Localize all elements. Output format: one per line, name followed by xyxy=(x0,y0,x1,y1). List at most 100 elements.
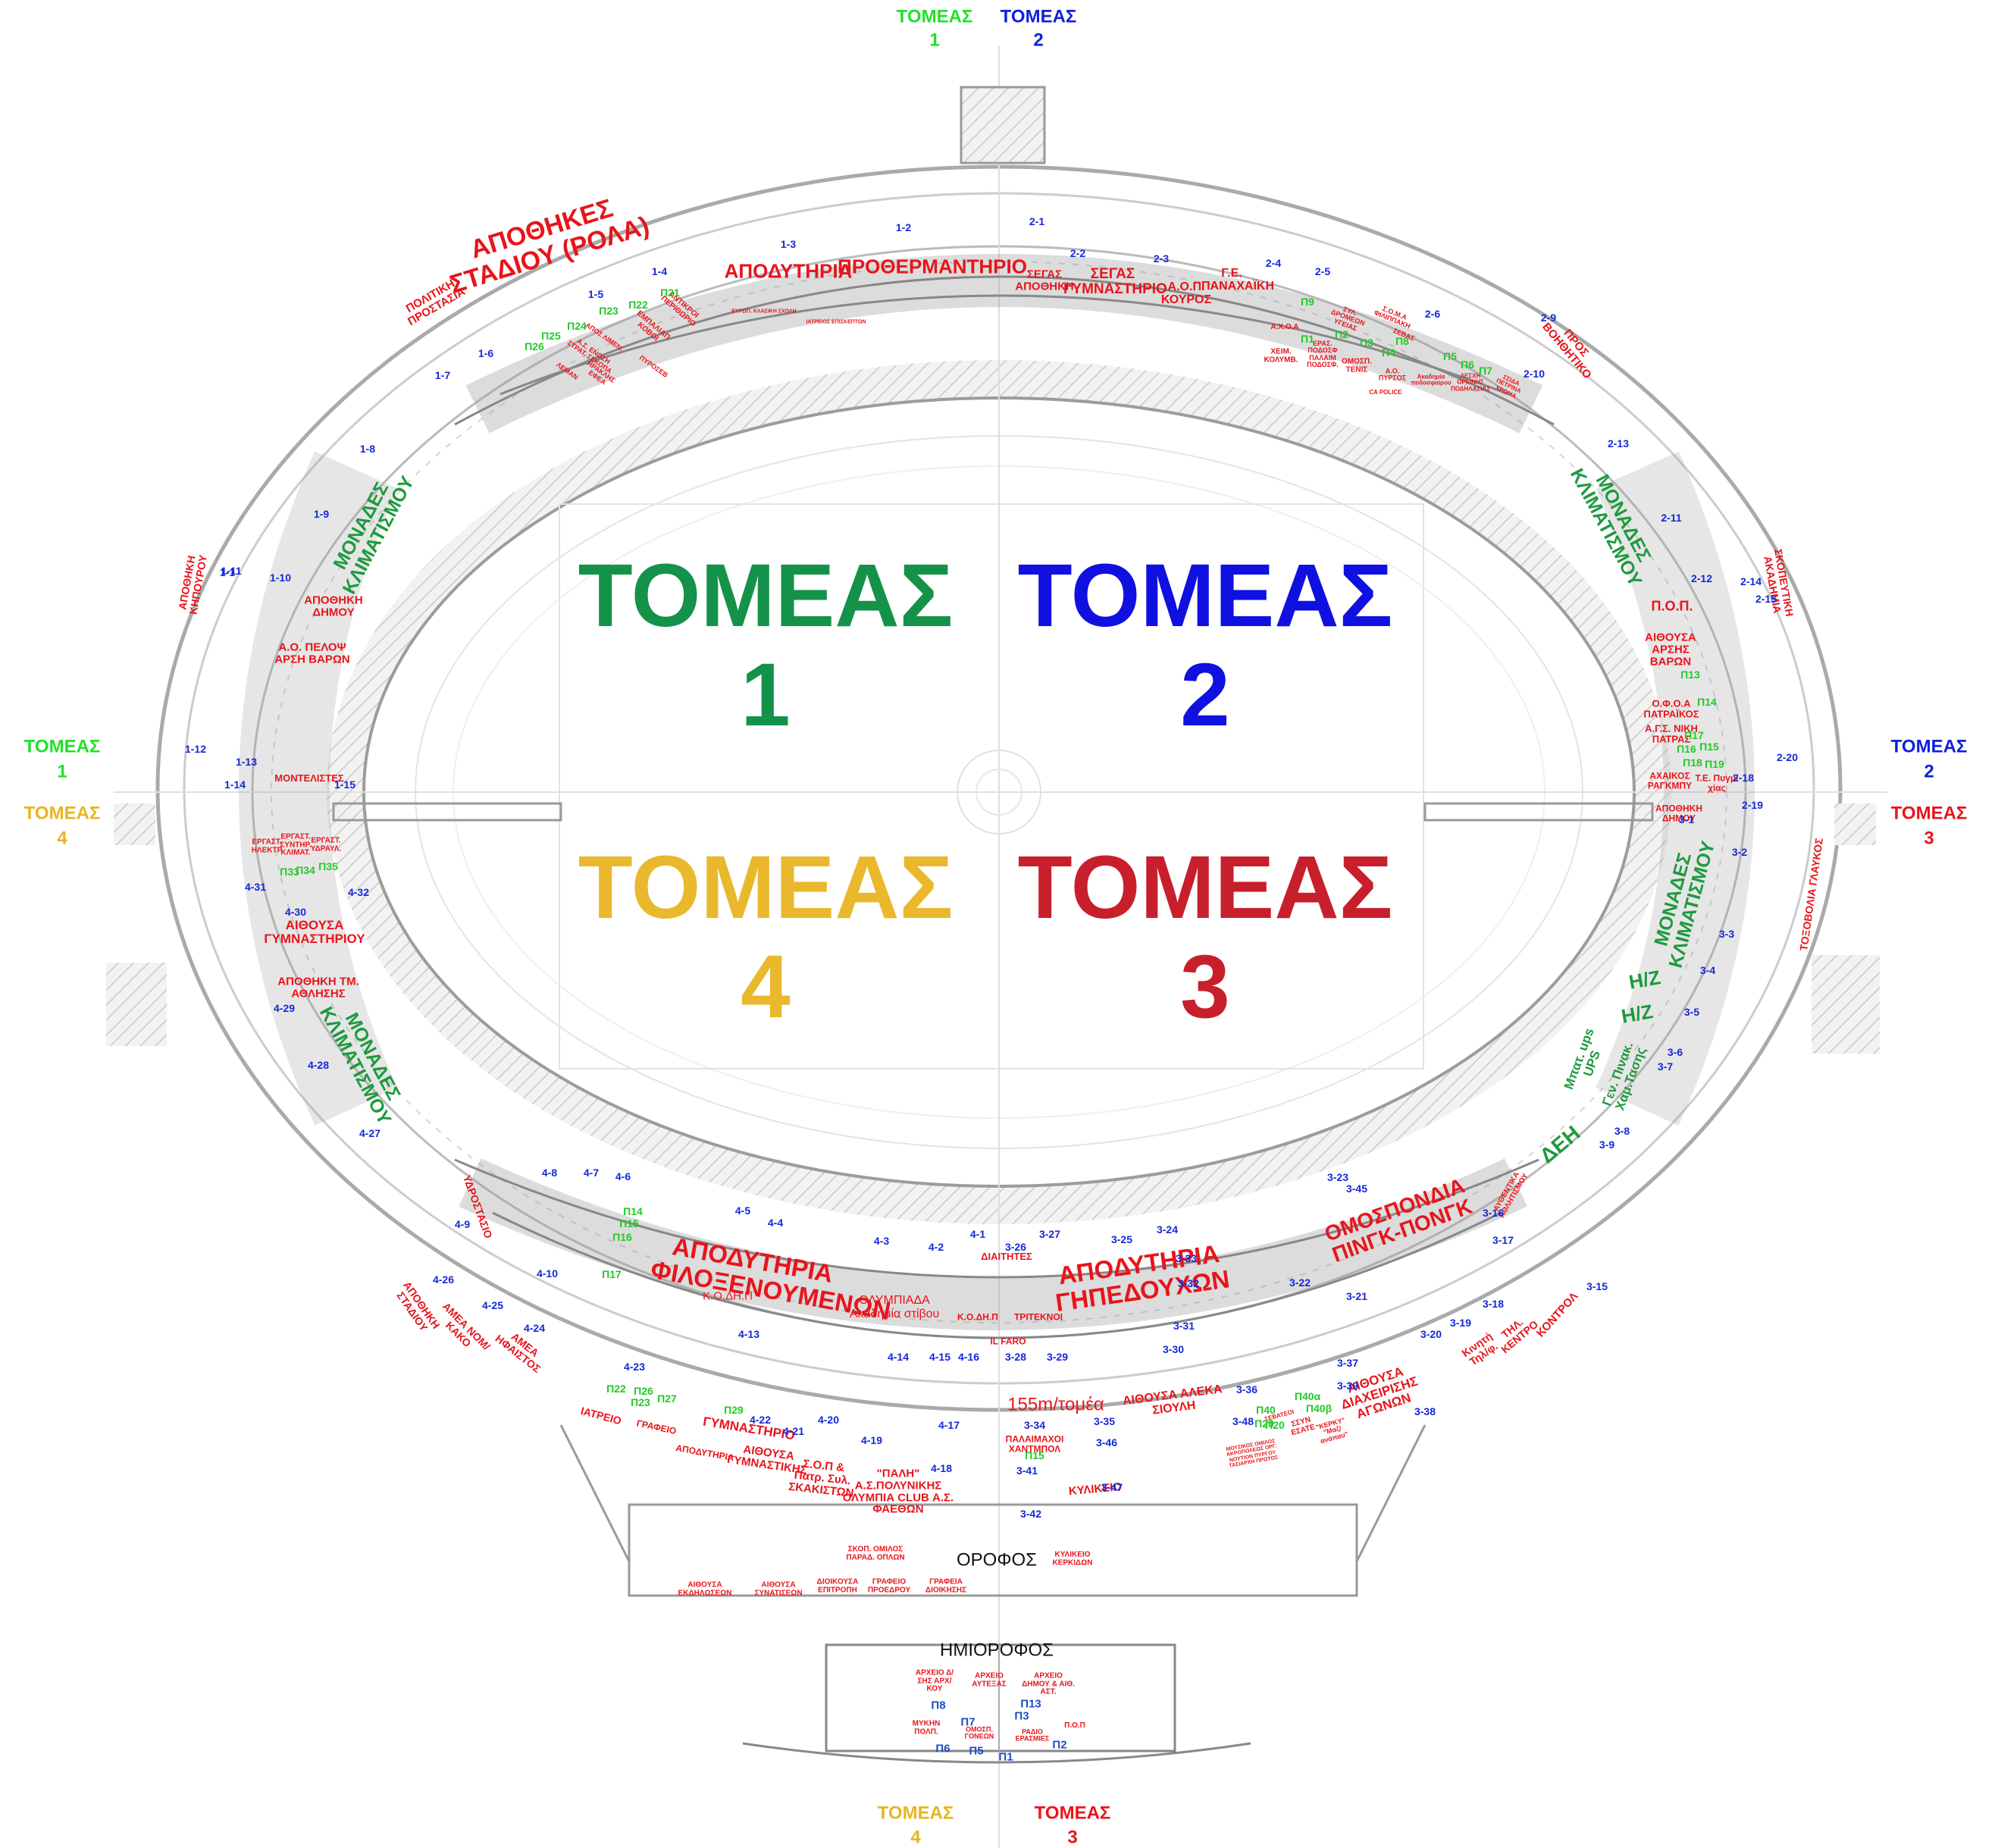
room-id: 1-9 xyxy=(313,508,330,520)
storage-id: Π40α xyxy=(1294,1390,1321,1402)
storage-id: Π15 xyxy=(619,1217,639,1229)
top-sector-2: ΤΟΜΕΑΣ xyxy=(1000,6,1077,27)
room-id: 3-35 xyxy=(1093,1415,1116,1427)
room-tiny-president: ΓΡΑΦΕΙΟ ΠΡΟΕΔΡΟΥ xyxy=(867,1577,911,1594)
room-id: 4-8 xyxy=(541,1167,558,1179)
lower-wing-stairs xyxy=(559,1424,1426,1562)
storage-id: Π16 xyxy=(612,1231,632,1243)
storage-id: Π14 xyxy=(623,1205,643,1217)
room-id: 3-41 xyxy=(1016,1464,1038,1477)
bottom-room-band-edge xyxy=(454,1158,1539,1279)
room-id: 3-4 xyxy=(1699,964,1716,976)
room-id: 3-46 xyxy=(1095,1436,1118,1449)
room-id: 1-11 xyxy=(221,565,242,577)
room-id: 4-20 xyxy=(817,1414,840,1426)
room-id: 1-8 xyxy=(359,443,376,455)
storage-id: Π33 xyxy=(280,866,299,878)
room-id: 3-19 xyxy=(1449,1317,1472,1329)
storage-id: Π26 xyxy=(634,1385,653,1397)
storage-id: Π40 xyxy=(1256,1404,1276,1416)
storage-id: Π14 xyxy=(1697,696,1717,708)
quadrant-1-title: ΤΟΜΕΑΣ xyxy=(578,546,954,647)
room-tiny-meeting-hall: ΑΙΘΟΥΣΑ ΣΥΝΑΤΙΣΕΩΝ xyxy=(754,1580,803,1597)
storage-id: Π7 xyxy=(1479,365,1492,377)
room-id: 4-5 xyxy=(734,1204,751,1217)
storage-id: Π29 xyxy=(724,1404,744,1416)
room-id: 3-17 xyxy=(1492,1234,1514,1246)
room-id: 4-18 xyxy=(930,1462,953,1474)
room-id: 4-1 xyxy=(969,1228,986,1240)
storage-id: Π19 xyxy=(1705,758,1724,770)
hatch-left xyxy=(114,803,155,845)
storage-id: Π17 xyxy=(1684,729,1704,741)
room-id: 4-31 xyxy=(244,881,267,893)
mezz-storage-id: Π3 xyxy=(1014,1709,1029,1723)
mezzanine-arc xyxy=(742,1742,1251,1764)
room-kodip-1: Κ.Ο.ΔΗ.Π xyxy=(957,1311,998,1323)
storage-id: Π15 xyxy=(1025,1449,1044,1461)
room-segas-gym: ΣΕΓΑΣ ΓΥΜΝΑΣΤΗΡΙΟ xyxy=(1063,266,1167,297)
room-changing-top: ΑΠΟΔΥΤΗΡΙΑ xyxy=(724,259,853,283)
left-room-band xyxy=(239,451,398,1126)
right-sector-2-num: 2 xyxy=(1924,761,1934,782)
label-length-per-sector: 155m/τομέα xyxy=(1007,1394,1104,1415)
pitch xyxy=(559,503,1424,1070)
room-ge-panachaiki: Γ.Ε. ΠΑΝΑΧΑΪΚΗ xyxy=(1201,267,1274,293)
storage-id: Π40β xyxy=(1305,1402,1333,1414)
storage-id: Π1 xyxy=(1301,333,1314,345)
room-id: 1-5 xyxy=(587,288,604,300)
room-tiny-classical: ΕΥΡΩΠ. ΚΛΑΣΙΚΗ ΣΧΟΛΗ xyxy=(731,309,797,315)
bottom-room-band xyxy=(459,1158,1527,1330)
room-tiny-pyrsos: Α.Ο. ΠΥΡΣΟΣ xyxy=(1378,367,1407,382)
storage-id: Π5 xyxy=(1443,350,1457,362)
room-id: 3-20 xyxy=(1420,1328,1442,1340)
room-id: 3-29 xyxy=(1046,1351,1069,1363)
room-id: 3-24 xyxy=(1156,1223,1179,1236)
room-city-storage-1: ΑΠΟΘΗΚΗ ΔΗΜΟΥ xyxy=(304,594,363,619)
center-circle xyxy=(957,750,1041,835)
room-tiny-archive-2: ΑΡΧΕΙΟ ΑΥΤΕΞΑΣ xyxy=(972,1671,1007,1688)
room-tiny-admin: ΓΡΑΦΕΙΑ ΔΙΟΙΚΗΣΗΣ xyxy=(925,1577,967,1594)
room-id: 2-1 xyxy=(1029,215,1045,227)
walkway-left xyxy=(332,802,562,822)
top-tunnel xyxy=(960,86,1046,164)
room-id: 1-3 xyxy=(780,238,797,250)
room-tiny-events-hall: ΑΙΘΟΥΣΑ ΕΚΔΗΛΩΣΕΩΝ xyxy=(678,1580,732,1597)
room-id: 2-10 xyxy=(1523,368,1545,380)
room-id: 4-21 xyxy=(782,1425,805,1437)
room-id: 4-19 xyxy=(860,1434,883,1446)
room-achaikos-rugby: ΑΧΑΙΚΟΣ ΡΑΓΚΜΠΥ xyxy=(1647,770,1693,791)
room-id: 3-6 xyxy=(1667,1046,1683,1058)
bottom-room-band-edge2 xyxy=(492,1211,1502,1339)
room-id: 2-11 xyxy=(1661,512,1682,524)
room-id: 3-9 xyxy=(1599,1139,1615,1151)
top-sector-2-num: 2 xyxy=(1033,30,1044,51)
room-ofoa: Ο.Φ.Ο.Α ΠΑΤΡΑΪΚΟΣ xyxy=(1643,697,1699,719)
room-aop-kouros: Α.Ο.Π. ΚΟΥΡΟΣ xyxy=(1160,280,1212,306)
room-ags-niki: Α.Γ.Σ. ΝΙΚΗ ΠΑΤΡΑΣ xyxy=(1645,722,1698,744)
room-id: 4-23 xyxy=(623,1361,646,1373)
room-tiny-ca-police: CA POLICE xyxy=(1369,388,1402,396)
storage-id: Π15 xyxy=(1699,741,1719,753)
top-room-band-edge2 xyxy=(500,294,1509,396)
room-id: 1-12 xyxy=(184,743,207,755)
room-id: 4-10 xyxy=(536,1267,559,1280)
room-referees: ΔΙΑΙΤΗΤΕΣ xyxy=(981,1251,1032,1263)
right-sector-3-num: 3 xyxy=(1924,828,1934,849)
room-id: 2-15 xyxy=(1755,593,1777,605)
room-id: 1-13 xyxy=(235,756,258,768)
room-id: 1-7 xyxy=(434,369,451,381)
room-id: 3-26 xyxy=(1004,1241,1027,1253)
storage-id: Π6 xyxy=(1461,359,1474,371)
top-sector-1-num: 1 xyxy=(929,30,940,51)
room-tiny-axoa: Α.Χ.Ο.Α xyxy=(1270,322,1299,331)
room-id: 2-6 xyxy=(1424,308,1441,320)
room-lab-plumbing: ΕΡΓΑΣΤ. ΥΔΡΑΥΛ. xyxy=(310,836,342,853)
room-id: 3-45 xyxy=(1345,1182,1368,1195)
room-tiny-stand-canteen: ΚΥΛΙΚΕΙΟ ΚΕΡΚΙΔΩΝ xyxy=(1052,1550,1093,1567)
bottom-sector-4: ΤΟΜΕΑΣ xyxy=(877,1803,954,1824)
room-large-families: ΤΡΙΤΕΚΝΟΙ xyxy=(1013,1311,1063,1323)
lower-wing xyxy=(628,1503,1358,1597)
storage-id: Π9 xyxy=(1301,296,1314,308)
